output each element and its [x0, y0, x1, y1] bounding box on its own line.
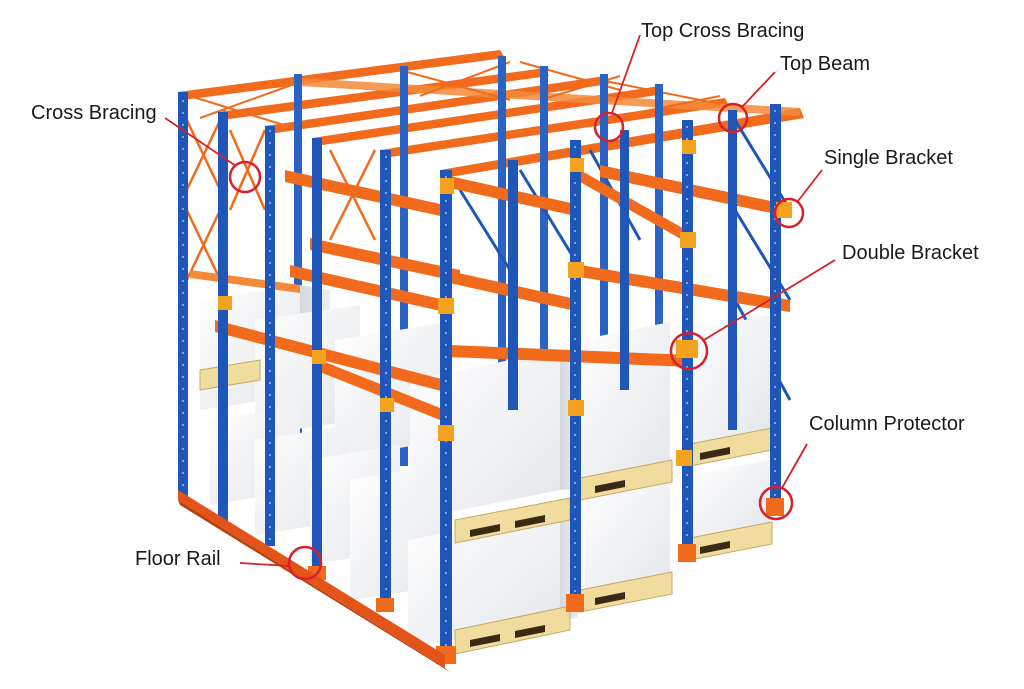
callout-circles — [228, 102, 805, 581]
callout-circle-double-bracket — [669, 331, 709, 371]
callout-circle-column-protector — [758, 485, 794, 521]
callout-circle-single-bracket — [773, 197, 805, 229]
label-floor-rail: Floor Rail — [135, 548, 221, 570]
callout-circle-cross-bracing — [228, 160, 262, 194]
column-holes — [182, 100, 776, 655]
label-top-beam: Top Beam — [780, 53, 871, 75]
brackets — [218, 140, 792, 466]
label-column-protector: Column Protector — [809, 413, 965, 435]
label-single-bracket: Single Bracket — [824, 147, 953, 169]
callout-circle-top-beam — [717, 102, 749, 134]
label-double-bracket: Double Bracket — [842, 242, 979, 264]
label-cross-bracing: Cross Bracing — [31, 102, 157, 124]
floor-rail — [178, 490, 450, 672]
callout-circle-floor-rail — [287, 545, 323, 581]
label-top-cross-bracing: Top Cross Bracing — [641, 20, 805, 42]
callout-circle-top-cross-bracing — [593, 111, 625, 143]
callout-leader-lines — [164, 34, 836, 567]
pallet-slots — [470, 447, 730, 647]
